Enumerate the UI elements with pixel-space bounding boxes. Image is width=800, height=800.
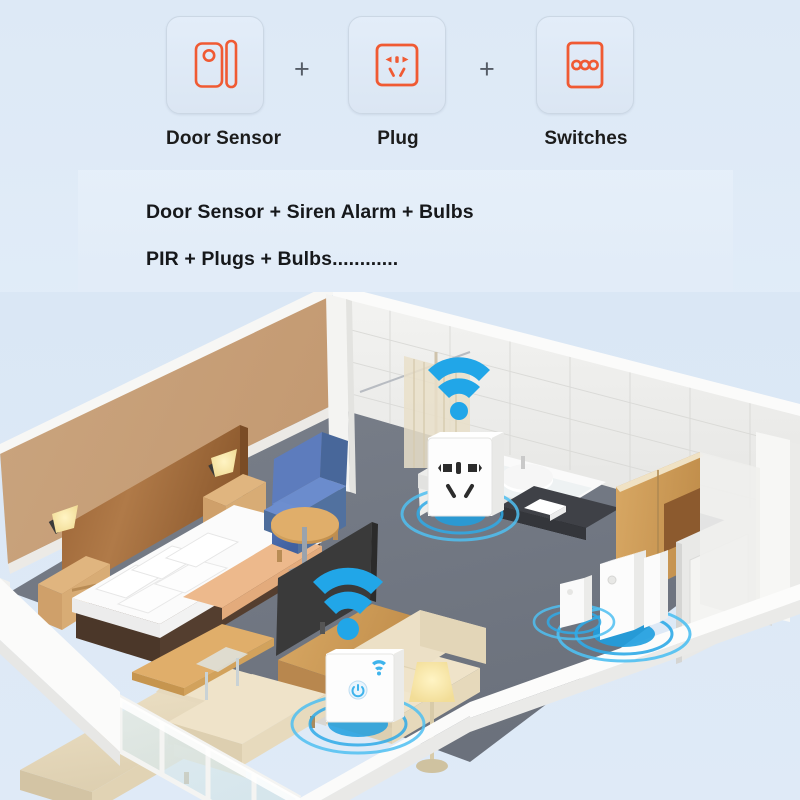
- combination-line: PIR + Plugs + Bulbs............: [146, 248, 399, 270]
- plug-socket-icon: [375, 43, 419, 87]
- wifi-badge-icon: [372, 660, 386, 676]
- product-label: Plug: [377, 128, 419, 149]
- bathroom-counter: [500, 486, 620, 540]
- product-switches[interactable]: Switches: [536, 16, 636, 150]
- product-tile: [348, 16, 446, 114]
- outer-parapet: [0, 578, 800, 800]
- room-svg: [0, 292, 800, 800]
- product-plug[interactable]: Plug: [348, 16, 448, 150]
- device-smart-plug[interactable]: [400, 357, 520, 542]
- wall-lamp-right: [208, 449, 237, 478]
- device-smart-switch[interactable]: [290, 567, 426, 755]
- wall-lamp-left: [48, 505, 78, 535]
- product-tile: [166, 16, 264, 114]
- product-strip: Door Sensor + Plug +: [0, 0, 800, 170]
- combination-text-panel: Door Sensor + Siren Alarm + Bulbs PIR + …: [78, 170, 733, 292]
- combination-line: Door Sensor + Siren Alarm + Bulbs: [146, 201, 474, 223]
- separator-plus-2: +: [479, 54, 495, 84]
- wall-switch-icon: [566, 41, 604, 89]
- right-outer-wall: [790, 442, 800, 600]
- balcony-chair: [196, 647, 248, 700]
- product-tile: [536, 16, 634, 114]
- double-bed: [72, 505, 322, 664]
- wifi-icon: [313, 567, 383, 640]
- product-label: Door Sensor: [166, 128, 282, 149]
- product-label: Switches: [544, 128, 628, 149]
- product-door-sensor[interactable]: Door Sensor: [166, 16, 282, 150]
- wifi-icon: [428, 357, 490, 420]
- door-sensor-icon: [194, 39, 238, 89]
- isometric-room-illustration: [0, 292, 800, 800]
- device-door-sensor-right[interactable]: [532, 575, 616, 641]
- separator-plus-1: +: [294, 54, 310, 84]
- door-frame-right: [700, 432, 790, 622]
- device-door-sensor-left[interactable]: [556, 550, 692, 663]
- wash-basin: [501, 456, 553, 493]
